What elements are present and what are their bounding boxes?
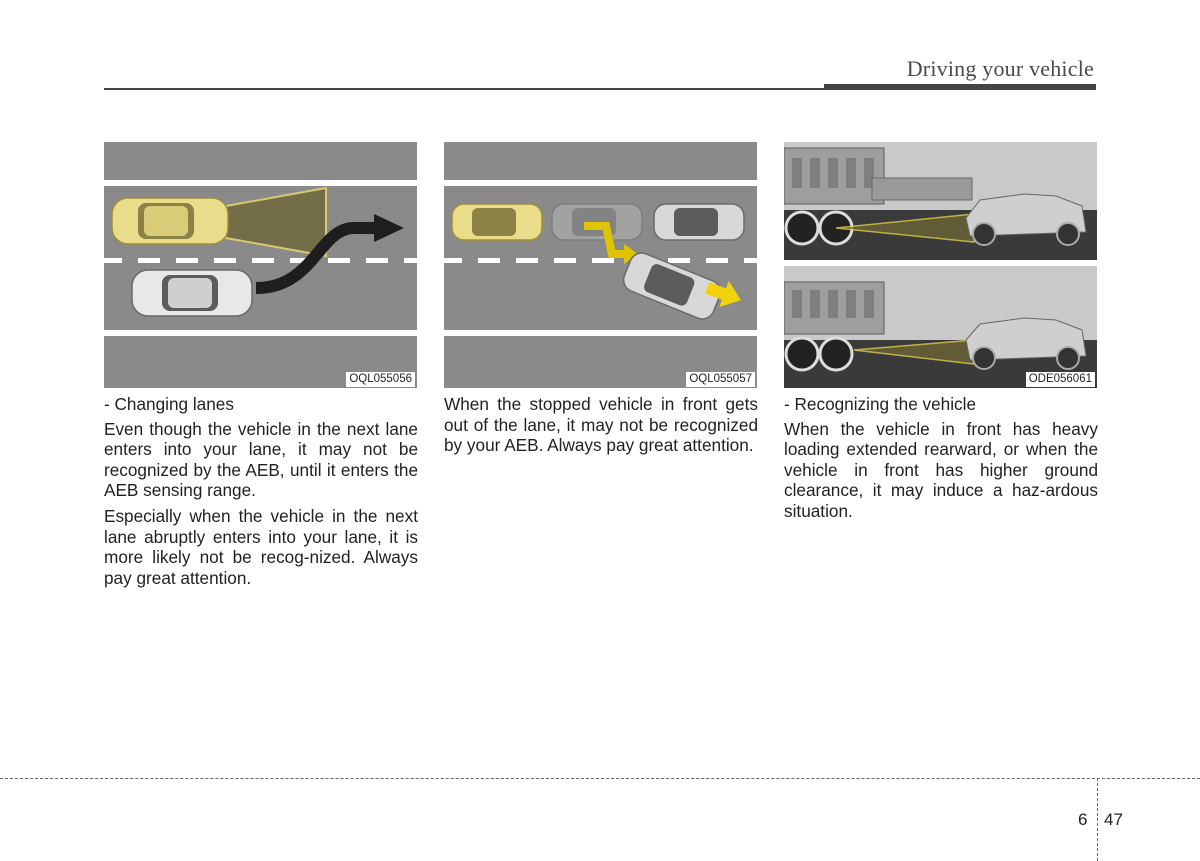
page-chapter-number: 6 [1078, 810, 1088, 829]
footer-divider [1097, 778, 1098, 861]
column-stopped-vehicle: When the stopped vehicle in front gets o… [444, 394, 758, 461]
footer-rule [0, 778, 1200, 779]
column-recognizing-vehicle: - Recognizing the vehicle When the vehic… [784, 394, 1098, 527]
caption-recognizing-vehicle: - Recognizing the vehicle [784, 394, 977, 414]
caption-changing-lanes: - Changing lanes [104, 394, 234, 414]
figure-code: OQL055057 [686, 372, 755, 387]
page-number: 47 [1104, 810, 1123, 829]
paragraph: Especially when the vehicle in the next … [104, 505, 418, 588]
figure-code: OQL055056 [346, 372, 415, 387]
figure-lane-change: OQL055056 [104, 142, 417, 388]
page-header-title: Driving your vehicle [906, 56, 1094, 81]
lane-change-diagram-icon [104, 142, 417, 388]
paragraph: When the stopped vehicle in front gets o… [444, 394, 758, 456]
paragraph: When the vehicle in front has heavy load… [784, 418, 1098, 521]
figure-code: ODE056061 [1025, 372, 1095, 387]
column-changing-lanes: - Changing lanes Even though the vehicle… [104, 394, 418, 593]
header-rule-accent [824, 84, 1096, 90]
truck-overhang-diagram-icon [784, 142, 1097, 388]
figure-truck-overhang: ODE056061 [784, 142, 1097, 388]
figure-stopped-vehicle: OQL055057 [444, 142, 757, 388]
paragraph: Even though the vehicle in the next lane… [104, 418, 418, 501]
stopped-vehicle-exit-diagram-icon [444, 142, 757, 388]
header-rule [104, 88, 1096, 90]
